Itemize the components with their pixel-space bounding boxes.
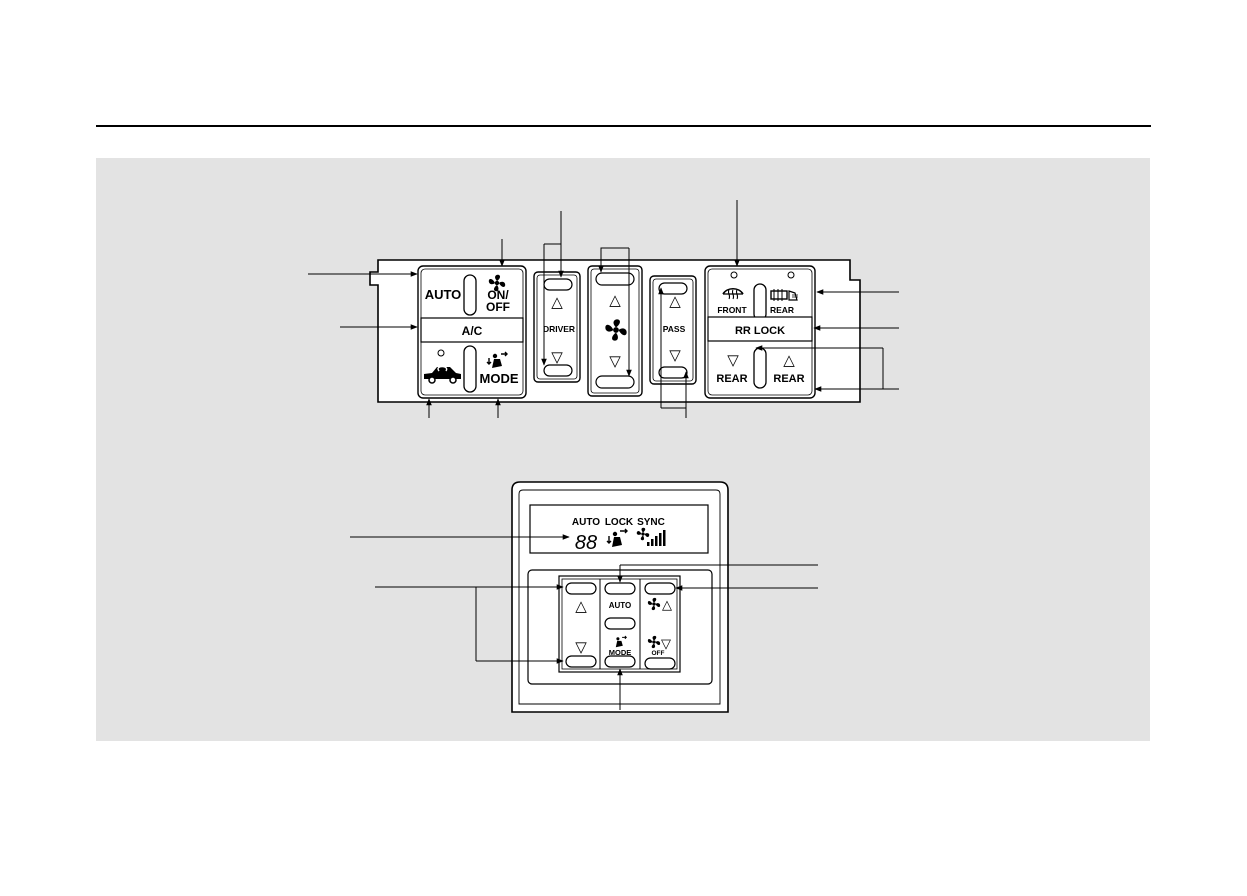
- recirculation-indicator-icon: [437, 349, 445, 357]
- rear-unit-down-arrow-icon: ▽: [575, 639, 587, 656]
- rear-defrost-label: REAR: [770, 305, 794, 315]
- rear-auto-button[interactable]: AUTO: [604, 582, 636, 610]
- driver-down-arrow-icon: ▽: [551, 349, 563, 366]
- airflow-mode-icon: [486, 351, 508, 368]
- rear-mode-button[interactable]: MODE: [604, 635, 636, 668]
- header-rule: [96, 125, 1151, 127]
- driver-temp-up-button[interactable]: △: [543, 278, 573, 311]
- driver-up-arrow-icon: △: [551, 294, 563, 311]
- rear-leader-lines: [350, 534, 818, 710]
- recirculation-button[interactable]: [424, 349, 461, 384]
- rear-up-arrow-icon: △: [783, 352, 795, 369]
- rear-fan-up-arrow-icon: △: [662, 597, 672, 612]
- fan-off-label: OFF: [486, 300, 510, 314]
- display-auto: AUTO: [572, 517, 600, 528]
- driver-temp-down-button[interactable]: ▽: [543, 349, 573, 377]
- fan-on-off-button[interactable]: ON/ OFF: [486, 274, 510, 314]
- divider-slot-lower: [463, 345, 477, 393]
- rear-fan-down-arrow-icon: ▽: [661, 636, 671, 651]
- fan-down-arrow-icon: ▽: [609, 353, 621, 370]
- rear-temp-down-button-unit[interactable]: ▽: [565, 639, 597, 668]
- rear-center-slot: [604, 617, 636, 630]
- rear-defrost-button[interactable]: REAR: [770, 271, 798, 315]
- recirculation-car-icon: [424, 365, 461, 384]
- rear-fan-down-icon: [647, 635, 661, 649]
- pass-label: PASS: [663, 324, 686, 334]
- front-defrost-icon: [722, 287, 744, 300]
- driver-temp-control: [533, 271, 581, 383]
- rear-mode-label: MODE: [609, 648, 632, 657]
- auto-button[interactable]: AUTO: [423, 271, 467, 317]
- fan-on-label: ON/: [487, 288, 509, 302]
- rear-fan-up-button[interactable]: △: [644, 582, 676, 612]
- mode-button[interactable]: MODE: [480, 351, 519, 386]
- right-slot-upper: [753, 283, 767, 321]
- rear-unit-up-arrow-icon: △: [575, 598, 587, 615]
- driver-label: DRIVER: [543, 324, 575, 334]
- rear-down-arrow-icon: ▽: [727, 352, 739, 369]
- pass-up-arrow-icon: △: [669, 293, 681, 310]
- auto-label: AUTO: [425, 287, 462, 302]
- rear-lcd-display: AUTO LOCK SYNC 88: [529, 504, 709, 554]
- rear-temp-down-button[interactable]: ▽ REAR: [716, 352, 747, 385]
- rear-auto-label: AUTO: [609, 601, 632, 610]
- fan-up-arrow-icon: △: [609, 292, 621, 309]
- mode-label: MODE: [480, 371, 519, 386]
- rear-temp-up-button-unit[interactable]: △: [565, 582, 597, 615]
- rear-off-label: OFF: [652, 650, 665, 657]
- display-lock: LOCK: [605, 517, 634, 528]
- rear-defrost-icon: [770, 289, 798, 301]
- fan-icon: [488, 274, 506, 292]
- rear-down-label: REAR: [716, 373, 747, 385]
- rear-fan-down-off-button[interactable]: ▽ OFF: [644, 635, 676, 670]
- ac-label: A/C: [462, 324, 483, 338]
- front-defrost-indicator-icon: [730, 271, 738, 279]
- rear-defrost-indicator-icon: [787, 271, 795, 279]
- display-mode-icon: [606, 528, 628, 547]
- pass-down-arrow-icon: ▽: [669, 347, 681, 364]
- rear-mode-icon: [615, 635, 627, 648]
- rear-temp-up-button[interactable]: △ REAR: [773, 352, 804, 385]
- front-defrost-button[interactable]: FRONT: [717, 271, 747, 315]
- fan-speed-icon: [605, 319, 627, 341]
- divider-slot-upper: [463, 274, 477, 316]
- right-slot-lower: [753, 347, 767, 389]
- front-label: FRONT: [717, 305, 747, 315]
- fan-speed-up-button[interactable]: △: [595, 272, 635, 309]
- rr-lock-button[interactable]: RR LOCK: [707, 316, 813, 342]
- ac-button[interactable]: A/C: [420, 317, 524, 343]
- display-digits: 88: [575, 532, 597, 554]
- display-fan-bars-icon: [636, 527, 666, 546]
- fan-speed-down-button[interactable]: ▽: [595, 353, 635, 389]
- rear-fan-up-icon: [647, 597, 661, 611]
- display-sync: SYNC: [637, 517, 665, 528]
- rr-lock-label: RR LOCK: [735, 325, 785, 337]
- rear-up-label: REAR: [773, 373, 804, 385]
- front-leader-lines: [308, 200, 899, 418]
